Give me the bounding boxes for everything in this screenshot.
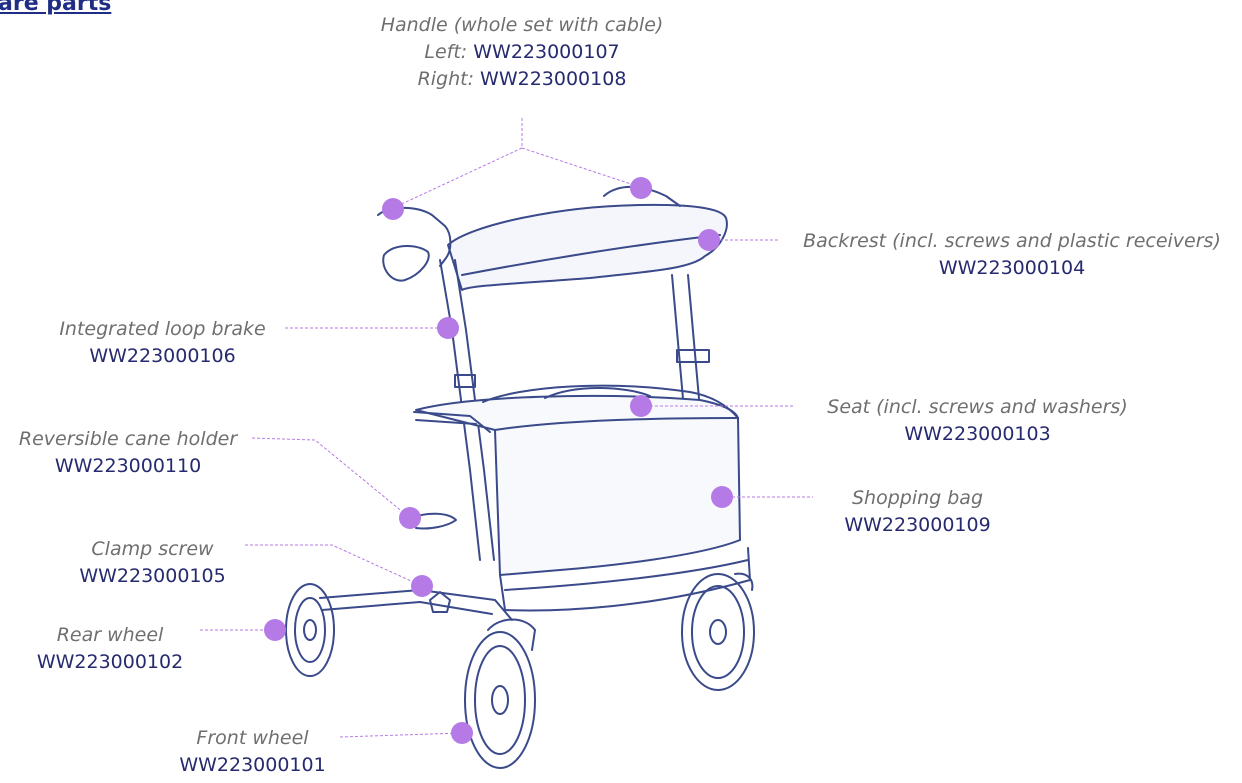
label-backrest: Backrest (incl. screws and plastic recei… <box>782 232 1242 286</box>
part-name: Reversible cane holder <box>4 430 252 449</box>
part-code: WW223000108 <box>480 68 626 90</box>
label-shopping-bag: Shopping bag WW223000109 <box>820 489 1015 543</box>
label-rear-wheel: Rear wheel WW223000102 <box>20 626 200 680</box>
label-clamp-screw: Clamp screw WW223000105 <box>60 540 245 594</box>
marker-seat <box>630 395 652 417</box>
part-code: WW223000101 <box>165 756 340 775</box>
marker-clamp-screw <box>411 575 433 597</box>
label-front-wheel: Front wheel WW223000101 <box>165 729 340 783</box>
marker-backrest <box>698 229 720 251</box>
part-code: WW223000110 <box>4 457 252 476</box>
marker-loop-brake <box>437 317 459 339</box>
part-name: Backrest (incl. screws and plastic recei… <box>782 232 1242 251</box>
part-name: Rear wheel <box>20 626 200 645</box>
part-name: Clamp screw <box>60 540 245 559</box>
page-title: are parts <box>0 0 111 16</box>
marker-handle-right <box>630 177 652 199</box>
part-name: Front wheel <box>165 729 340 748</box>
marker-rear-wheel <box>264 619 286 641</box>
marker-handle-left <box>382 198 404 220</box>
part-name: Integrated loop brake <box>40 320 285 339</box>
part-code: WW223000103 <box>800 425 1155 444</box>
label-cane-holder: Reversible cane holder WW223000110 <box>4 430 252 484</box>
part-code: WW223000104 <box>782 259 1242 278</box>
part-code: WW223000102 <box>20 653 200 672</box>
left-label: Left: <box>424 41 467 63</box>
part-code: WW223000107 <box>473 41 619 63</box>
part-name: Shopping bag <box>820 489 1015 508</box>
marker-cane-holder <box>399 507 421 529</box>
rollator-line-art <box>286 187 754 768</box>
part-code: WW223000106 <box>40 347 285 366</box>
part-name: Seat (incl. screws and washers) <box>800 398 1155 417</box>
label-seat: Seat (incl. screws and washers) WW223000… <box>800 398 1155 452</box>
marker-shopping-bag <box>711 486 733 508</box>
part-name: Handle (whole set with cable) <box>352 16 692 35</box>
label-loop-brake: Integrated loop brake WW223000106 <box>40 320 285 374</box>
right-label: Right: <box>418 68 474 90</box>
label-handle: Handle (whole set with cable) Left: WW22… <box>352 16 692 97</box>
marker-front-wheel <box>451 722 473 744</box>
part-code: WW223000109 <box>820 516 1015 535</box>
part-code: WW223000105 <box>60 567 245 586</box>
